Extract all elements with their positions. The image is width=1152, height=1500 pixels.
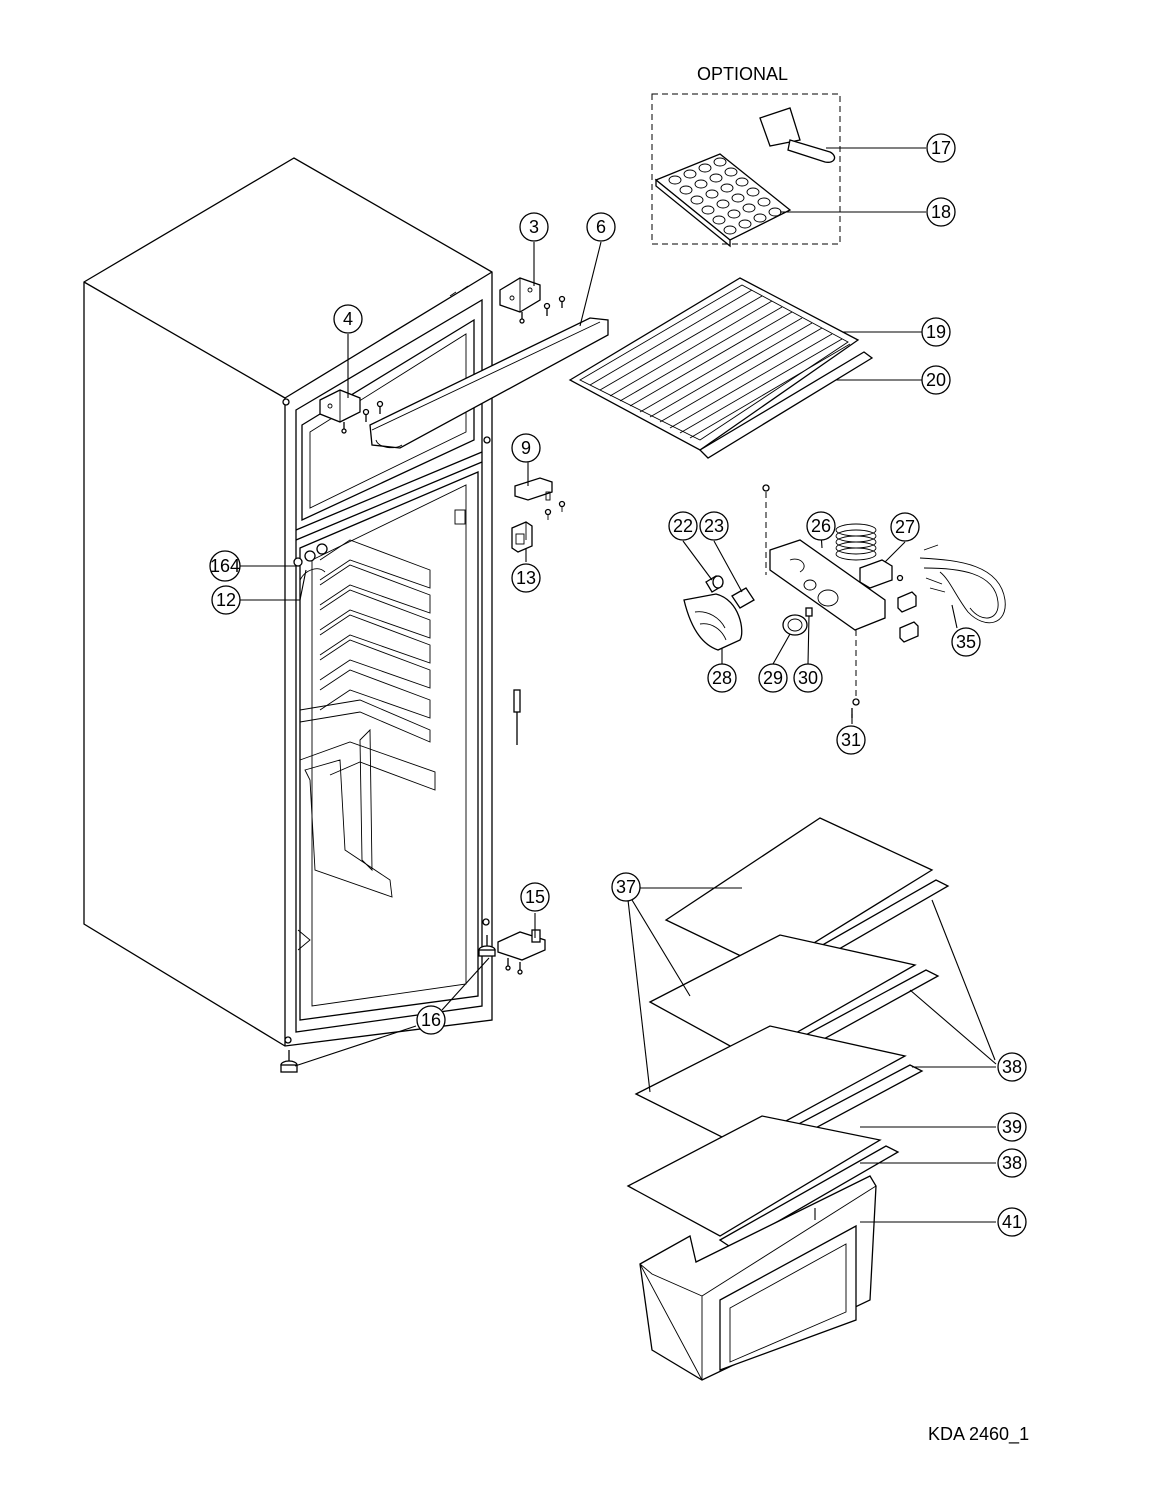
callout-label: 38 xyxy=(1002,1153,1022,1173)
callout-26: 26 xyxy=(806,511,836,541)
callout-label: 35 xyxy=(956,632,976,652)
callout-label: 9 xyxy=(521,438,531,458)
drawing-code: KDA 2460_1 xyxy=(928,1424,1029,1445)
crisper-cover-part-39 xyxy=(626,1115,882,1237)
callout-20: 20 xyxy=(921,365,951,395)
door-pin xyxy=(513,689,521,745)
callout-18: 18 xyxy=(926,197,956,227)
refrigerator-cabinet xyxy=(83,157,493,1047)
callout-38: 38 xyxy=(997,1148,1027,1178)
callout-label: 3 xyxy=(529,217,539,237)
shelf-trim-part-38 xyxy=(718,1145,900,1249)
callout-15: 15 xyxy=(520,882,550,912)
callout-13: 13 xyxy=(511,563,541,593)
callout-16: 16 xyxy=(416,1005,446,1035)
callout-label: 4 xyxy=(343,309,353,329)
callout-label: 6 xyxy=(596,217,606,237)
callout-label: 41 xyxy=(1002,1212,1022,1232)
callout-label: 15 xyxy=(525,887,545,907)
callout-label: 26 xyxy=(811,516,831,536)
callout-41: 41 xyxy=(997,1207,1027,1237)
callout-37: 37 xyxy=(611,872,641,902)
bracket-part-9 xyxy=(514,462,566,520)
callout-label: 30 xyxy=(798,668,818,688)
callout-label: 164 xyxy=(210,556,240,576)
ice-scoop-part-17 xyxy=(759,107,836,163)
callout-label: 17 xyxy=(931,138,951,158)
top-cover-part-6 xyxy=(369,317,609,449)
leader-lines xyxy=(240,147,997,1223)
callout-23: 23 xyxy=(699,511,729,541)
callout-label: 27 xyxy=(895,517,915,537)
glass-shelf-part-37 xyxy=(634,1025,907,1147)
optional-label: OPTIONAL xyxy=(697,64,788,84)
callout-22: 22 xyxy=(668,511,698,541)
callout-29: 29 xyxy=(758,663,788,693)
glass-shelf-part-37 xyxy=(664,817,934,971)
callout-label: 20 xyxy=(926,370,946,390)
adjustable-foot xyxy=(280,1050,298,1073)
callout-label: 37 xyxy=(616,877,636,897)
adjustable-foot xyxy=(478,935,496,957)
callout-label: 31 xyxy=(841,730,861,750)
callout-label: 18 xyxy=(931,202,951,222)
callout-label: 38 xyxy=(1002,1057,1022,1077)
callout-39: 39 xyxy=(997,1112,1027,1142)
shelf-trim-part-20 xyxy=(698,351,874,459)
callout-6: 6 xyxy=(586,212,616,242)
callout-label: 13 xyxy=(516,568,536,588)
glass-shelf-part-37 xyxy=(648,934,917,1059)
callout-31: 31 xyxy=(836,725,866,755)
callout-38: 38 xyxy=(997,1052,1027,1082)
callout-164: 164 xyxy=(209,550,241,582)
callout-label: 22 xyxy=(673,516,693,536)
callout-3: 3 xyxy=(519,212,549,242)
callout-label: 16 xyxy=(421,1010,441,1030)
callout-label: 28 xyxy=(712,668,732,688)
callout-label: 23 xyxy=(704,516,724,536)
callout-label: 29 xyxy=(763,668,783,688)
switch-part-13 xyxy=(511,521,533,553)
callout-27: 27 xyxy=(890,512,920,542)
callout-17: 17 xyxy=(926,133,956,163)
crisper-drawer-part-41 xyxy=(639,1175,877,1381)
hinge-part-4 xyxy=(319,389,384,434)
upper-hinge-part-3 xyxy=(499,277,566,324)
callout-label: 39 xyxy=(1002,1117,1022,1137)
callout-35: 35 xyxy=(951,627,981,657)
callout-28: 28 xyxy=(707,663,737,693)
lower-hinge-part-15 xyxy=(497,929,546,975)
callout-12: 12 xyxy=(211,585,241,615)
ice-tray-part-18 xyxy=(654,153,792,248)
callout-label: 19 xyxy=(926,322,946,342)
thermostat-assembly xyxy=(683,484,1006,718)
callout-label: 12 xyxy=(216,590,236,610)
optional-box xyxy=(651,93,841,248)
callout-4: 4 xyxy=(333,304,363,334)
callout-19: 19 xyxy=(921,317,951,347)
callout-9: 9 xyxy=(511,433,541,463)
wire-shelf-part-19 xyxy=(568,277,860,451)
callout-30: 30 xyxy=(793,663,823,693)
